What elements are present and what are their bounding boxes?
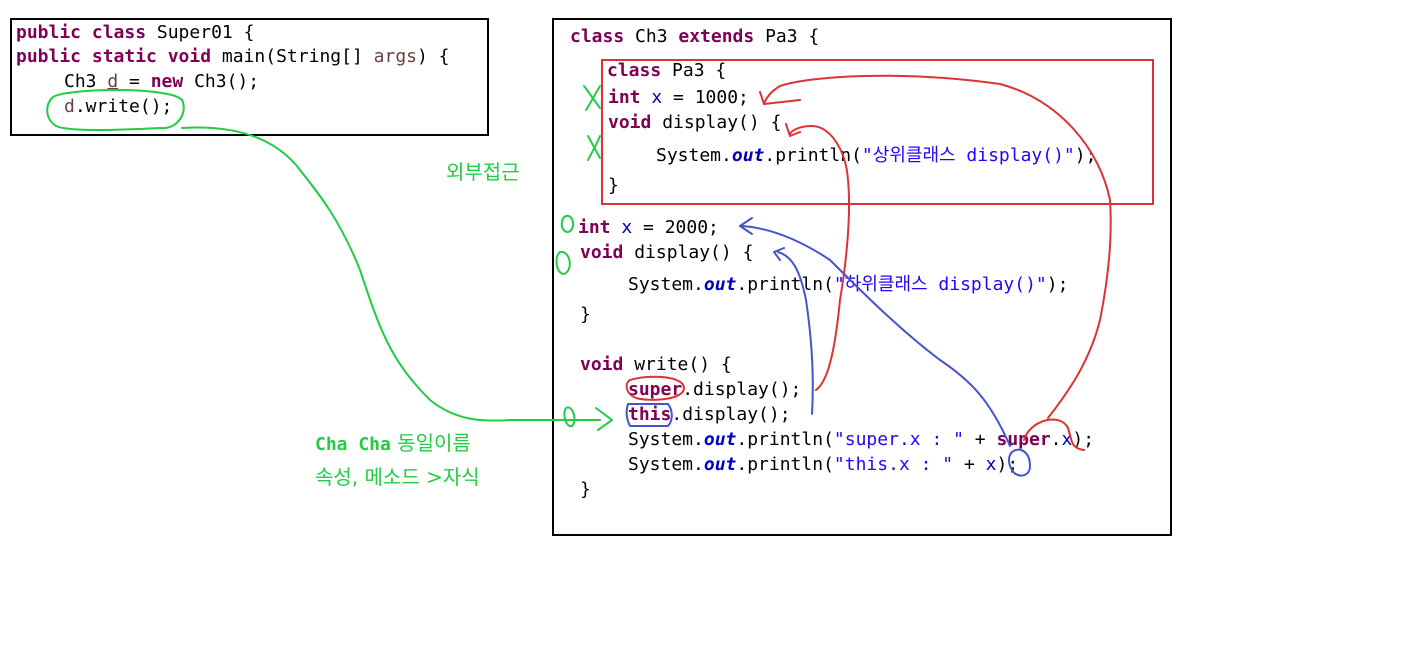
code-text: + xyxy=(953,454,986,475)
keyword: void xyxy=(580,354,624,375)
code-text: = 1000; xyxy=(662,87,749,108)
code-text: } xyxy=(580,304,591,325)
keyword: public class xyxy=(16,22,147,43)
code-text: Ch3(); xyxy=(183,71,260,92)
keyword: void xyxy=(580,242,624,263)
code-text: .println( xyxy=(736,429,834,450)
code-line-child-close: } xyxy=(580,302,591,327)
code-line-ch3-decl: class Ch3 extends Pa3 { xyxy=(570,24,819,49)
field-name: x xyxy=(621,217,633,238)
keyword: class xyxy=(570,26,625,47)
code-text: System. xyxy=(628,274,704,295)
keyword: new xyxy=(150,71,184,92)
external-access-note: 외부접근 xyxy=(446,160,520,184)
parameter-name: args xyxy=(373,46,417,67)
same-name-note: Cha Cha 동일이름 xyxy=(315,427,471,456)
code-line-int-x-1000: int x = 1000; xyxy=(608,85,749,110)
static-field: out xyxy=(703,274,737,295)
keyword: int xyxy=(578,217,611,238)
same-name-korean: 동일이름 xyxy=(390,431,471,455)
code-line-class-decl: public class Super01 { xyxy=(16,20,254,45)
string-literal: "하위클래스 display()" xyxy=(833,274,1047,295)
variable-name: d xyxy=(64,96,75,117)
code-text: display() { xyxy=(651,112,782,133)
code-text: ); xyxy=(1072,429,1095,450)
code-text: write() { xyxy=(623,354,732,375)
code-line-parent-display-decl: void display() { xyxy=(608,110,781,135)
static-field: out xyxy=(703,429,737,450)
code-line-write-call: d.write(); xyxy=(64,94,172,119)
keyword: this xyxy=(628,404,672,425)
code-line-main-decl: public static void main(String[] args) { xyxy=(16,44,450,69)
code-text: .write(); xyxy=(74,96,173,117)
code-text: .println( xyxy=(764,145,862,166)
code-line-int-x-2000: int x = 2000; xyxy=(578,215,719,240)
code-text: Pa3 { xyxy=(754,26,820,47)
attr-method-note: 속성, 메소드 >자식 xyxy=(315,465,480,489)
field-name: x xyxy=(985,454,997,475)
keyword: super xyxy=(996,429,1051,450)
green-arrow-to-write xyxy=(181,126,601,422)
code-text: main(String[] xyxy=(211,46,374,67)
code-text: + xyxy=(963,429,997,450)
code-text: System. xyxy=(628,454,704,475)
code-line-ch3-close: } xyxy=(580,477,591,502)
string-literal: "this.x : " xyxy=(833,454,954,475)
code-line-parent-close: } xyxy=(608,173,619,198)
code-text: Ch3 xyxy=(624,26,679,47)
keyword: void xyxy=(608,112,652,133)
code-text: .display(); xyxy=(671,404,791,425)
code-text: Pa3 { xyxy=(661,60,727,81)
code-text: . xyxy=(1050,429,1062,450)
string-literal: "상위클래스 display()" xyxy=(861,145,1075,166)
code-line-print-super-x: System.out.println("super.x : " + super.… xyxy=(628,427,1094,452)
field-name: x xyxy=(1061,429,1073,450)
code-text: System. xyxy=(628,429,704,450)
code-text: } xyxy=(608,175,619,196)
code-line-write-decl: void write() { xyxy=(580,352,732,377)
static-field: out xyxy=(731,145,765,166)
variable-name: d xyxy=(107,71,119,92)
keyword: super xyxy=(628,379,683,400)
keyword: public static void xyxy=(16,46,212,67)
code-line-print-this-x: System.out.println("this.x : " + x); xyxy=(628,452,1018,477)
code-line-this-display: this.display(); xyxy=(628,402,791,427)
code-line-pa3-decl: class Pa3 { xyxy=(607,58,726,83)
parent-class-box: class Pa3 { int x = 1000; void display()… xyxy=(601,59,1154,205)
string-literal: "super.x : " xyxy=(833,429,964,450)
code-text: Super01 { xyxy=(146,22,255,43)
keyword: extends xyxy=(678,26,755,47)
same-name-latin: Cha Cha xyxy=(315,434,391,455)
code-text: = 2000; xyxy=(632,217,719,238)
code-text: .println( xyxy=(736,274,834,295)
code-text: ) { xyxy=(417,46,450,67)
code-text: = xyxy=(118,71,151,92)
code-text: .display(); xyxy=(682,379,802,400)
code-text: ); xyxy=(1074,145,1097,166)
main-code-box: public class Super01 { public static voi… xyxy=(10,18,489,136)
code-line-child-println: System.out.println("하위클래스 display()"); xyxy=(628,272,1068,297)
keyword: class xyxy=(607,60,662,81)
code-text: Ch3 xyxy=(64,71,108,92)
code-text: .println( xyxy=(736,454,834,475)
code-text: display() { xyxy=(623,242,754,263)
keyword: int xyxy=(608,87,641,108)
code-text: ); xyxy=(996,454,1019,475)
field-name: x xyxy=(651,87,663,108)
code-text: System. xyxy=(656,145,732,166)
code-line-parent-println: System.out.println("상위클래스 display()"); xyxy=(656,143,1096,168)
code-line-new-ch3: Ch3 d = new Ch3(); xyxy=(64,69,259,94)
code-text: ); xyxy=(1046,274,1069,295)
static-field: out xyxy=(703,454,737,475)
code-text: } xyxy=(580,479,591,500)
code-line-super-display: super.display(); xyxy=(628,377,801,402)
code-line-child-display-decl: void display() { xyxy=(580,240,753,265)
